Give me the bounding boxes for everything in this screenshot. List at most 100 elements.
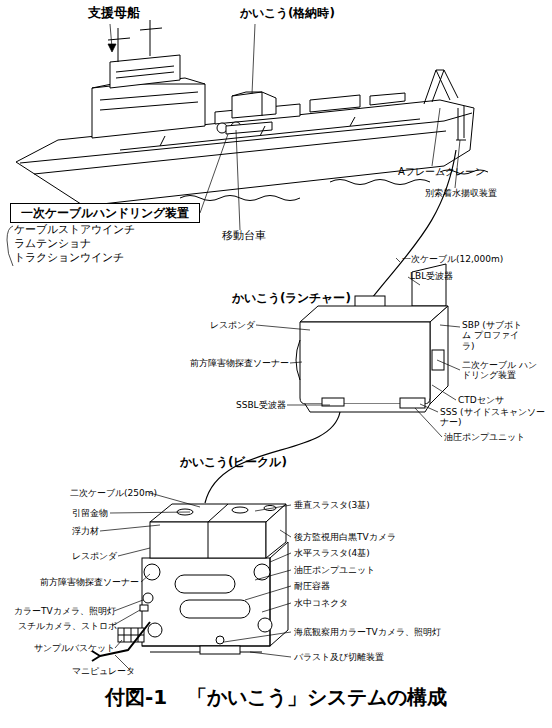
vehicle [143, 593, 153, 603]
leader-lines [224, 632, 291, 642]
part-label: バラスト及び切離装置 [294, 652, 384, 662]
support-ship [232, 92, 262, 116]
vehicle [266, 504, 286, 558]
vehicle [175, 575, 235, 593]
support-ship [100, 66, 198, 110]
part-label: 前方障害物探査ソーナー [40, 577, 139, 587]
part-label: 垂直スラスタ(3基) [294, 500, 370, 510]
support-ship [232, 92, 276, 118]
vehicle [216, 636, 224, 644]
leader-lines [7, 24, 460, 670]
launcher [432, 350, 444, 370]
leader-lines [440, 325, 460, 327]
leader-lines [432, 385, 456, 400]
leader-lines [415, 408, 442, 437]
support-ship [370, 93, 405, 105]
vehicle [270, 542, 288, 646]
support-ship [424, 70, 458, 104]
leader-lines [455, 140, 460, 188]
part-label: 水平スラスタ(4基) [294, 548, 370, 558]
support-ship [16, 20, 488, 216]
component-heading: 支援母船 [88, 6, 140, 21]
part-label: 油圧ポンプユニット [294, 565, 375, 575]
part-label: SBP (サブボトム プロファイラ) [462, 320, 524, 351]
leader-lines [252, 24, 255, 94]
part-label: 浮力材 [72, 526, 99, 536]
part-label: スチルカメラ、ストロボ [18, 621, 117, 631]
part-label: 一次ケーブル(12,000m) [402, 254, 503, 264]
leader-lines [236, 130, 240, 230]
part-label: 前方障害物探査ソーナー [190, 358, 289, 368]
leader-lines [245, 586, 291, 600]
vehicle [142, 558, 270, 646]
part-label: 別索着水揚収装置 [425, 188, 497, 198]
launcher [300, 322, 430, 404]
leader-lines [110, 512, 190, 513]
leader-lines [7, 226, 13, 266]
leader-lines [290, 362, 302, 363]
vehicle [148, 623, 162, 637]
leader-lines [432, 108, 440, 166]
part-label: カラーTVカメラ、照明灯 [14, 606, 116, 616]
launcher [296, 340, 300, 380]
leader-lines [100, 525, 160, 531]
part-label: ラムテンショナ [14, 238, 91, 251]
support-ship [226, 122, 272, 134]
vehicle [208, 504, 228, 558]
vehicle [200, 646, 240, 654]
part-label: SSS (サイドスキャンソーナー) [440, 407, 548, 428]
part-label: マニピュレータ [72, 666, 135, 676]
component-heading: かいこう(ビークル) [180, 456, 287, 470]
part-label: Aフレームクレーン [398, 166, 485, 178]
vehicle [180, 600, 250, 618]
part-label: 耐圧容器 [294, 581, 330, 591]
vehicle [258, 618, 272, 632]
part-label: 水中コネクタ [294, 598, 348, 608]
part-label: LBL受波器 [410, 271, 453, 281]
part-label: レスポンダ [210, 320, 255, 330]
leader-lines [262, 603, 291, 612]
part-label: 引留金物 [72, 508, 108, 518]
part-label: 後方監視用白黒TVカメラ [294, 532, 396, 542]
leader-lines [141, 574, 150, 582]
leader-lines [114, 600, 143, 611]
part-label: 二次ケーブル ハンドリング装置 [462, 360, 538, 381]
part-label: 海底観察用カラーTVカメラ、照明灯 [294, 627, 441, 637]
part-label: 二次ケーブル(250m) [70, 488, 157, 498]
equipment-box: 一次ケーブルハンドリング装置 [10, 203, 200, 223]
box-text: 一次ケーブルハンドリング装置 [21, 205, 189, 222]
launcher [296, 264, 448, 412]
support-ship [330, 180, 430, 185]
leader-lines [255, 570, 291, 580]
leader-lines [115, 640, 122, 648]
leader-lines [280, 530, 291, 537]
leader-lines [287, 405, 330, 406]
part-label: CTDセンサ [458, 395, 504, 405]
leader-lines [270, 553, 291, 562]
leader-lines [250, 652, 291, 657]
part-label: SSBL受波器 [236, 400, 286, 410]
vehicle [254, 564, 270, 580]
launcher [412, 264, 446, 306]
part-label: ケーブルストアウインチ [14, 224, 135, 237]
part-label: サンプルバスケット [34, 643, 115, 653]
part-label: トラクションウインチ [14, 252, 124, 265]
support-ship [92, 78, 205, 138]
vehicle [232, 507, 248, 513]
launcher [400, 398, 425, 408]
leader-lines [200, 134, 228, 213]
leader-lines [255, 505, 291, 511]
support-ship [180, 196, 300, 201]
vehicle [140, 605, 148, 611]
leader-lines [118, 548, 150, 556]
leader-lines [108, 44, 116, 52]
part-label: 移動台車 [222, 230, 266, 243]
support-ship [92, 84, 205, 88]
support-ship [456, 106, 466, 140]
figure-caption: 付図-1 「かいこう」システムの構成 [0, 684, 552, 711]
support-ship [120, 117, 420, 150]
part-label: レスポンダ [72, 551, 117, 561]
support-ship [310, 95, 360, 112]
part-label: 油圧ポンプユニット [444, 432, 525, 442]
